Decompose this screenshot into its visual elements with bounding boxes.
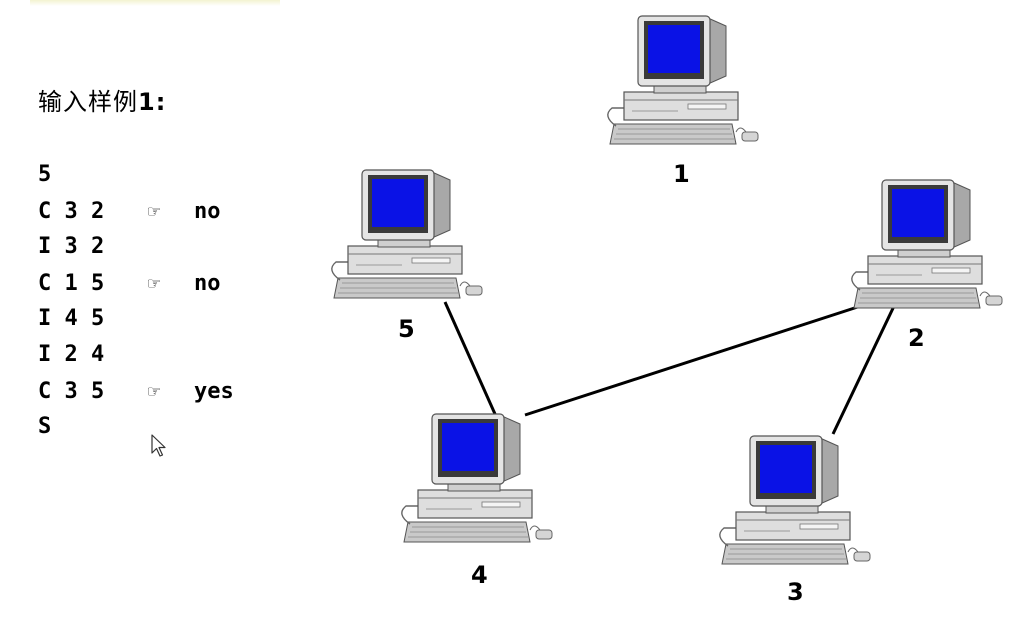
edge-2-3 [831, 303, 897, 435]
input-command: C 3 5 [38, 379, 105, 404]
node-label-3: 3 [787, 578, 804, 606]
input-line: I 2 4 [38, 337, 194, 373]
node-label-1: 1 [673, 160, 690, 188]
computer-node-4-icon [401, 413, 553, 543]
input-line: I 3 2 [38, 229, 194, 265]
input-line: I 4 5 [38, 301, 194, 337]
pointing-hand-icon: ☞ [148, 271, 161, 295]
input-command: 5 [38, 162, 52, 187]
computer-node-5-icon [331, 169, 483, 299]
input-line: C 3 5 ☞ yes [38, 373, 234, 409]
pointing-hand-icon: ☞ [148, 379, 161, 403]
output-answer: yes [194, 379, 234, 404]
nodes [331, 15, 1003, 565]
node-label-4: 4 [471, 561, 488, 589]
input-command: I 3 2 [38, 234, 105, 259]
input-command: S [38, 414, 52, 439]
input-line: 5 [38, 157, 194, 193]
node-label-5: 5 [398, 315, 415, 343]
input-line: S [38, 409, 194, 445]
node-label-2: 2 [908, 324, 925, 352]
computer-node-1-icon [607, 15, 759, 145]
edge-5-4 [443, 301, 497, 415]
computer-node-2-icon [851, 179, 1003, 309]
output-answer: no [194, 199, 221, 224]
computer-node-3-icon [719, 435, 871, 565]
input-line: C 1 5 ☞ no [38, 265, 221, 301]
edge-4-2 [524, 300, 874, 417]
input-command: C 1 5 [38, 271, 105, 296]
input-command: I 4 5 [38, 306, 105, 331]
edges [443, 300, 897, 435]
title-text: 输入样例 [38, 88, 138, 116]
pointing-hand-icon: ☞ [148, 199, 161, 223]
mouse-cursor-icon [151, 434, 166, 457]
output-answer: no [194, 271, 221, 296]
top-fade [30, 0, 280, 6]
input-line: C 3 2 ☞ no [38, 193, 221, 229]
title-number: 1: [138, 88, 167, 116]
input-command: C 3 2 [38, 199, 105, 224]
input-command: I 2 4 [38, 342, 105, 367]
sample-input-title: 输入样例1: [38, 82, 166, 117]
